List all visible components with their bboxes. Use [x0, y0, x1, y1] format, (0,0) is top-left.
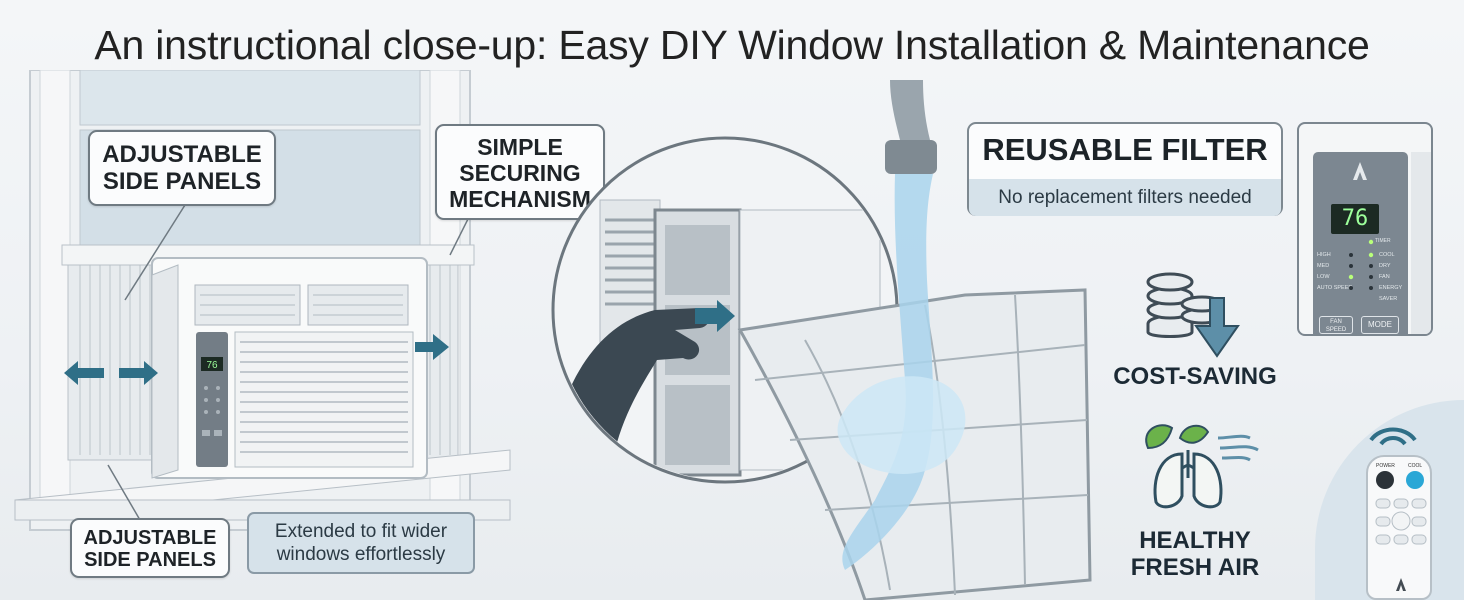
remote-logo-icon	[1396, 578, 1406, 591]
reusable-filter-card: REUSABLE FILTER No replacement filters n…	[967, 122, 1283, 216]
svg-text:76: 76	[206, 360, 218, 371]
remote-cool-button[interactable]	[1406, 471, 1424, 489]
control-panel-inset: 76 TIMER HIGH MED LOW AUTO SPEED COOL DR…	[1297, 122, 1433, 336]
callout-line: ADJUSTABLE	[83, 527, 217, 549]
healthy-air-icon	[1145, 424, 1259, 509]
mode-indicators: COOL DRY FAN ENERGY SAVER	[1379, 250, 1407, 305]
expand-arrow-icon	[64, 361, 158, 385]
callout-line: SIMPLE	[477, 134, 563, 160]
indicator-label: AUTO SPEED	[1317, 285, 1353, 291]
callout-leader-lines	[107, 204, 471, 521]
unit-side	[1411, 152, 1431, 334]
page-title: An instructional close-up: Easy DIY Wind…	[94, 22, 1370, 68]
healthy-fresh-air-label: HEALTHY FRESH AIR	[1095, 527, 1295, 582]
remote-power-button[interactable]	[1376, 471, 1394, 489]
callout-line: SECURING	[459, 159, 581, 186]
reusable-filter-subtitle: No replacement filters needed	[969, 179, 1281, 216]
callout-line: SIDE PANELS	[102, 167, 262, 195]
remote-button-grid	[1375, 498, 1427, 545]
wireless-signal-icon	[1369, 427, 1417, 446]
indicator-label: FAN	[1379, 274, 1390, 280]
note-line: Extended to fit wider	[274, 521, 448, 542]
remote-control: POWER COOL	[1366, 455, 1432, 600]
callout-line: MECHANISM	[449, 185, 591, 212]
feature-line: FRESH AIR	[1130, 553, 1260, 581]
fan-speed-button[interactable]: FAN SPEED	[1319, 316, 1353, 334]
note-line: windows effortlessly	[276, 543, 446, 565]
feature-line: HEALTHY	[1139, 527, 1251, 554]
extend-arrow-icon	[415, 334, 449, 360]
indicator-label: COOL	[1379, 252, 1395, 258]
indicator-label: ENERGY SAVER	[1379, 285, 1403, 302]
brand-logo-icon	[1353, 162, 1367, 180]
indicator-label: HIGH	[1317, 252, 1331, 258]
cost-saving-label: COST-SAVING	[1113, 363, 1277, 390]
control-panel: 76 TIMER HIGH MED LOW AUTO SPEED COOL DR…	[1313, 152, 1408, 334]
extended-fit-note: Extended to fit wider windows effortless…	[247, 512, 475, 574]
cost-saving-icon	[1146, 272, 1240, 358]
remote-power-label: POWER	[1376, 463, 1395, 469]
fan-speed-indicators: HIGH MED LOW AUTO SPEED	[1317, 250, 1359, 294]
indicator-label: LOW	[1317, 274, 1330, 280]
adjustable-side-panels-callout: ADJUSTABLE SIDE PANELS	[88, 130, 276, 206]
temperature-display: 76	[1331, 204, 1379, 234]
callout-line: SIDE PANELS	[84, 549, 216, 572]
mode-button[interactable]: MODE	[1361, 316, 1399, 334]
remote-cool-label: COOL	[1408, 463, 1423, 469]
indicator-label: DRY	[1379, 263, 1391, 269]
securing-mechanism-callout: SIMPLE SECURING MECHANISM	[435, 124, 605, 220]
timer-label: TIMER	[1375, 238, 1391, 244]
callout-line: ADJUSTABLE	[102, 141, 262, 168]
indicator-label: MED	[1317, 263, 1330, 269]
reusable-filter-heading: REUSABLE FILTER	[982, 132, 1268, 167]
adjustable-side-panels-bottom-callout: ADJUSTABLE SIDE PANELS	[70, 518, 230, 578]
indicator-leds	[1348, 239, 1374, 290]
filter-cleaning-illustration	[551, 80, 1092, 600]
